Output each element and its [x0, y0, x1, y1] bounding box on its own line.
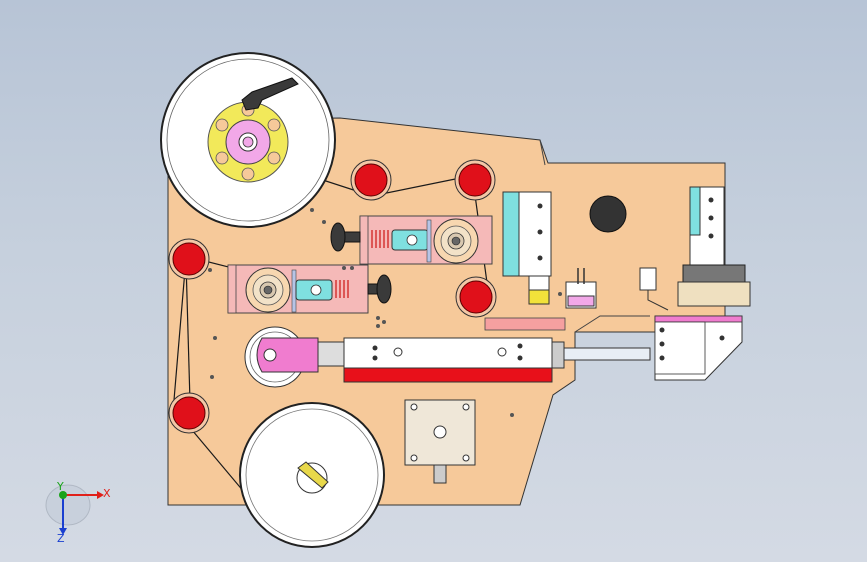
- pink-strip: [484, 317, 566, 331]
- guide-rollers[interactable]: [168, 159, 497, 434]
- axis-y-label: Y: [56, 480, 64, 493]
- sensor-bracket[interactable]: [565, 268, 597, 309]
- axis-x-label: X: [103, 487, 111, 500]
- spring-upper: [371, 230, 389, 248]
- right-actuator[interactable]: [677, 186, 751, 307]
- clamp-block[interactable]: [654, 315, 743, 381]
- lower-knob[interactable]: [367, 274, 392, 304]
- roller-top-left: [350, 159, 392, 201]
- cyan-slide-block[interactable]: [502, 191, 552, 305]
- takeup-roll[interactable]: [239, 402, 385, 548]
- mounting-hole: [589, 195, 627, 233]
- roller-top-right: [454, 159, 496, 201]
- axis-z-label: Z: [57, 532, 65, 545]
- pneumatic-cylinder[interactable]: [244, 326, 651, 388]
- supply-lever[interactable]: [241, 77, 299, 111]
- roller-left-lower: [168, 392, 210, 434]
- takeup-lever[interactable]: [297, 461, 329, 489]
- upper-knob[interactable]: [330, 222, 361, 252]
- spring-lower: [335, 280, 349, 298]
- limit-switch[interactable]: [639, 267, 669, 311]
- axis-triad: X Y Z: [45, 480, 111, 545]
- supply-roll[interactable]: [160, 52, 336, 228]
- roller-mid-right: [455, 276, 497, 318]
- plate-holes: [208, 208, 562, 417]
- supply-hub-holes: [215, 103, 281, 181]
- lower-tension-assembly[interactable]: [227, 264, 392, 314]
- upper-tension-assembly[interactable]: [330, 215, 493, 265]
- roller-left-upper: [168, 238, 210, 280]
- stepper-motor[interactable]: [404, 399, 476, 484]
